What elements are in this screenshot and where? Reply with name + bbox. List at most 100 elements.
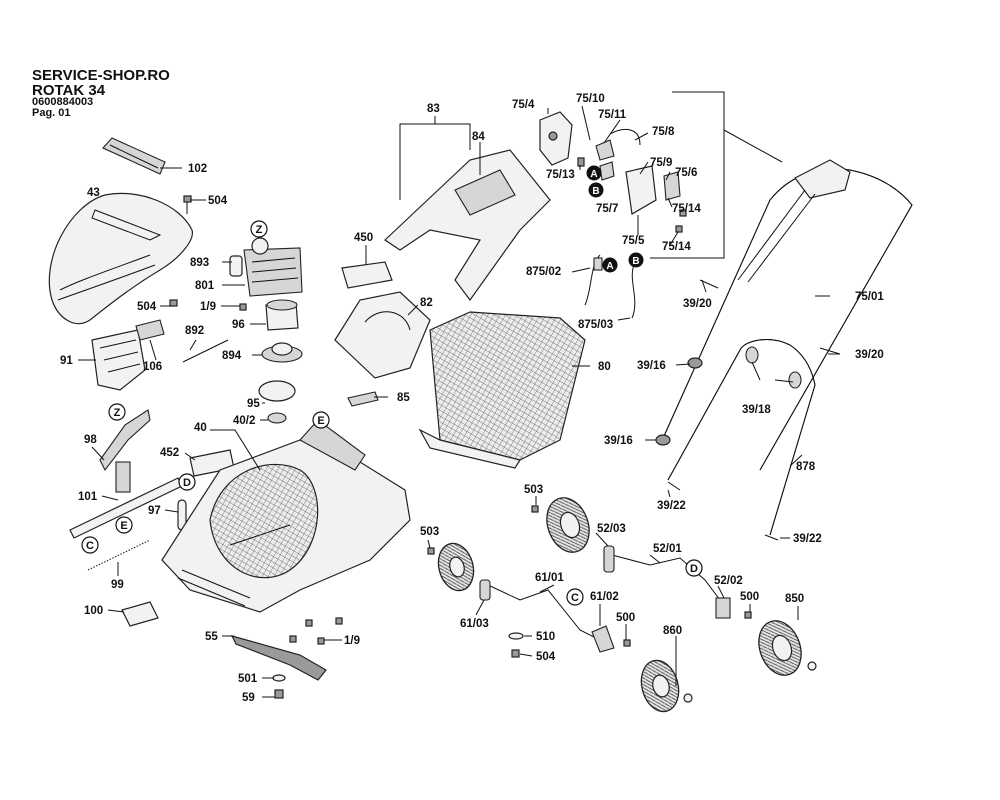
gear-part — [267, 412, 287, 424]
label-101: 101 — [78, 491, 98, 503]
handle-bolt-parts — [667, 279, 841, 541]
grass-box-part — [418, 311, 586, 469]
spring-part — [87, 539, 151, 571]
svg-text:B: B — [592, 186, 599, 197]
label-504-top: 504 — [208, 195, 228, 207]
label-39-20-right: 39/20 — [855, 349, 884, 361]
label-39-22-right: 39/22 — [793, 533, 822, 545]
label-84: 84 — [472, 131, 485, 143]
label-55: 55 — [205, 631, 218, 643]
motor-part — [229, 237, 303, 297]
clip-part — [347, 391, 379, 407]
svg-text:E: E — [120, 520, 127, 532]
grass-box-cover-part — [384, 149, 551, 302]
label-450: 450 — [354, 232, 373, 244]
label-91: 91 — [60, 355, 73, 367]
mower-deck-part — [161, 419, 411, 613]
rear-wheel-left-part — [546, 497, 590, 553]
label-52-01: 52/01 — [653, 543, 682, 555]
belt-part — [258, 380, 296, 402]
label-75-7: 75/7 — [596, 203, 618, 215]
callout-d-axle: D — [685, 559, 703, 577]
pulley-part — [261, 342, 303, 363]
label-40-2: 40/2 — [233, 415, 255, 427]
label-500-left: 500 — [616, 612, 635, 624]
label-61-02: 61/02 — [590, 591, 619, 603]
upper-handle-part — [659, 159, 913, 471]
label-97: 97 — [148, 505, 161, 517]
label-75-9: 75/9 — [650, 157, 672, 169]
label-1-9-bottom: 1/9 — [344, 635, 360, 647]
switch-housing-part — [91, 319, 165, 391]
svg-text:Z: Z — [256, 224, 263, 236]
callout-b-switch: B — [588, 182, 604, 198]
label-510: 510 — [536, 631, 555, 643]
label-39-20-upper: 39/20 — [683, 298, 712, 310]
label-850: 850 — [785, 593, 804, 605]
label-95: 95 — [247, 398, 260, 410]
fan-part — [265, 299, 299, 331]
label-59: 59 — [242, 692, 255, 704]
label-61-01: 61/01 — [535, 572, 564, 584]
axle-bracket-part — [69, 461, 183, 539]
label-85: 85 — [397, 392, 410, 404]
lower-handle-part — [667, 339, 816, 536]
label-75-10: 75/10 — [576, 93, 605, 105]
label-39-18: 39/18 — [742, 404, 771, 416]
front-wheel-right-part — [640, 659, 693, 713]
label-875-02: 875/02 — [526, 266, 561, 278]
small-fasteners-part — [427, 505, 752, 658]
svg-text:C: C — [571, 592, 579, 604]
label-501: 501 — [238, 673, 258, 685]
svg-text:Z: Z — [114, 407, 121, 419]
label-102: 102 — [188, 163, 207, 175]
motor-cover-part — [48, 192, 193, 325]
label-860: 860 — [663, 625, 682, 637]
label-96: 96 — [232, 319, 245, 331]
height-lever-part — [99, 409, 151, 472]
blade-bolt-part — [272, 674, 286, 699]
callout-b-cable: B — [628, 252, 644, 268]
carry-handle-part — [102, 137, 166, 175]
label-39-16-lower: 39/16 — [604, 435, 633, 447]
svg-text:A: A — [606, 261, 613, 272]
svg-text:B: B — [632, 256, 639, 267]
label-52-02: 52/02 — [714, 575, 743, 587]
rear-wheel-right-part — [758, 620, 817, 676]
label-75-8: 75/8 — [652, 126, 675, 138]
label-75-13: 75/13 — [546, 169, 575, 181]
callout-c-spring: C — [81, 536, 99, 554]
label-75-5: 75/5 — [622, 235, 645, 247]
svg-text:C: C — [86, 540, 94, 552]
svg-text:D: D — [183, 477, 191, 489]
connection-cables-part — [584, 254, 636, 319]
label-801: 801 — [195, 280, 215, 292]
label-39-22-left: 39/22 — [657, 500, 686, 512]
label-75-01: 75/01 — [855, 291, 884, 303]
label-875-03: 875/03 — [578, 319, 613, 331]
label-894: 894 — [222, 350, 242, 362]
label-39-16-upper: 39/16 — [637, 360, 666, 372]
switch-box-parts — [539, 111, 687, 233]
callout-a-switch: A — [586, 165, 602, 181]
label-75-14-upper: 75/14 — [672, 203, 701, 215]
label-503-upper: 503 — [524, 484, 543, 496]
label-504-bottom: 504 — [536, 651, 556, 663]
label-452: 452 — [160, 447, 179, 459]
label-504-left: 504 — [137, 301, 157, 313]
label-878: 878 — [796, 461, 816, 473]
label-503-left: 503 — [420, 526, 439, 538]
grass-box-label-part — [341, 261, 393, 289]
label-75-11: 75/11 — [598, 109, 627, 121]
rating-label-part — [121, 601, 159, 627]
front-axle-part — [479, 579, 615, 653]
model-name: ROTAK 34 — [32, 82, 106, 99]
label-52-03: 52/03 — [597, 523, 626, 535]
svg-text:A: A — [590, 169, 597, 180]
label-40: 40 — [194, 422, 207, 434]
label-82: 82 — [420, 297, 433, 309]
label-83: 83 — [427, 103, 440, 115]
label-61-03: 61/03 — [460, 618, 489, 630]
handle-knob-parts — [655, 357, 703, 446]
